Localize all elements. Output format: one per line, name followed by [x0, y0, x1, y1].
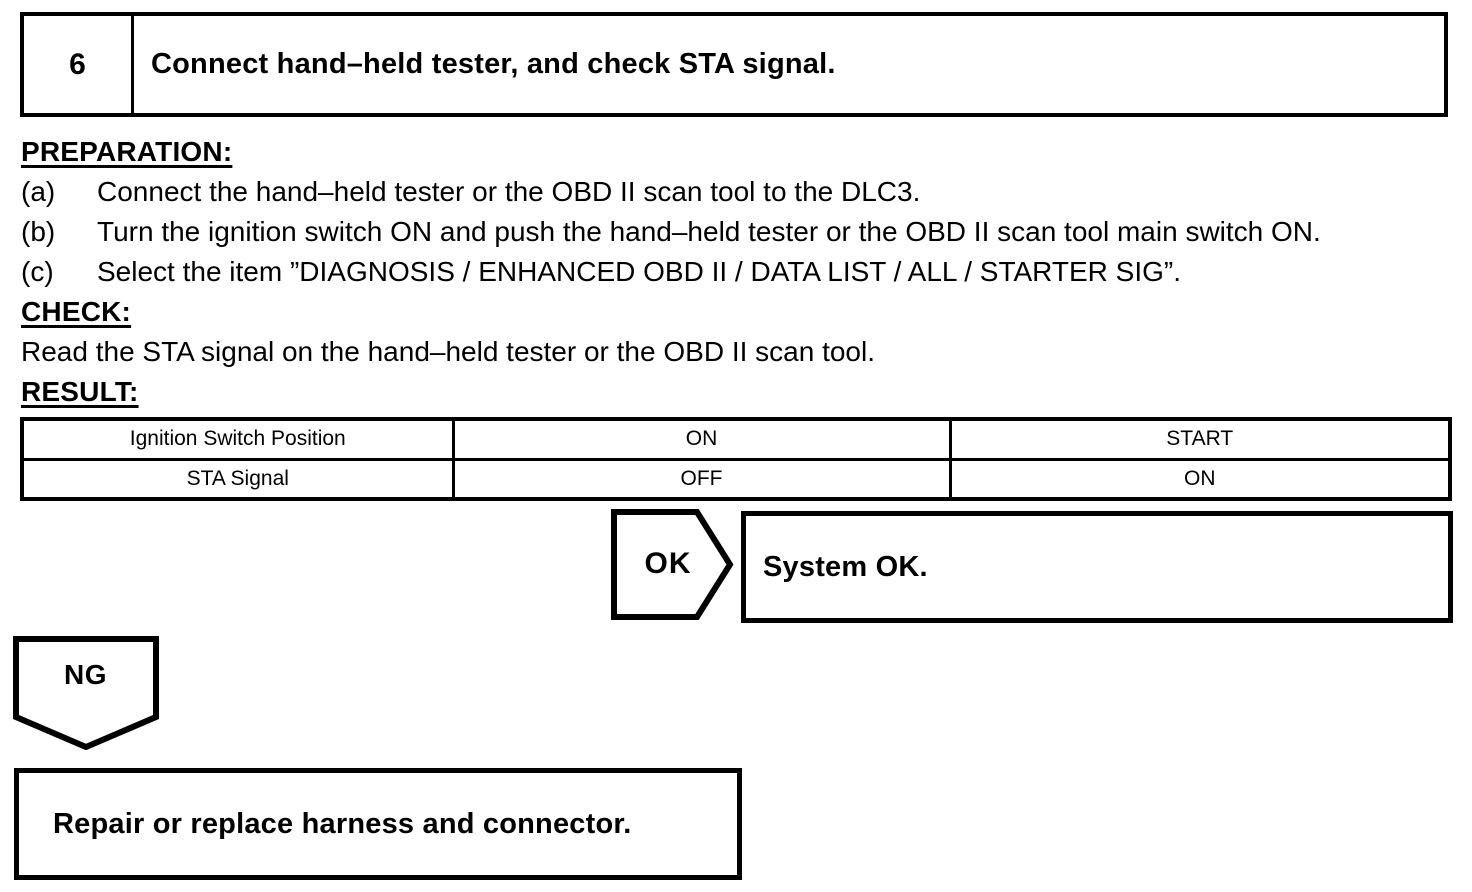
- table-cell-row1-header: Ignition Switch Position: [20, 417, 455, 461]
- repair-action-text: Repair or replace harness and connector.: [53, 807, 632, 840]
- system-ok-text: System OK.: [763, 550, 928, 583]
- preparation-item-c-label: (c): [21, 256, 54, 287]
- table-row: STA Signal OFF ON: [20, 457, 1452, 501]
- result-table: Ignition Switch Position ON START STA Si…: [20, 417, 1452, 501]
- ng-arrow-icon: [13, 636, 159, 750]
- preparation-item-b-text: Turn the ignition switch ON and push the…: [97, 216, 1321, 247]
- system-ok-box: System OK.: [741, 511, 1453, 623]
- step-header-box: 6 Connect hand–held tester, and check ST…: [20, 12, 1448, 117]
- table-cell-row1-start: START: [948, 417, 1452, 461]
- table-cell-row2-header: STA Signal: [20, 457, 455, 501]
- check-heading: CHECK:: [21, 296, 132, 327]
- step-number: 6: [24, 16, 134, 113]
- preparation-heading: PREPARATION:: [21, 136, 233, 167]
- result-heading: RESULT:: [21, 376, 139, 407]
- preparation-item-b-label: (b): [21, 216, 56, 247]
- ok-arrow-icon: [611, 509, 734, 620]
- preparation-item-a-text: Connect the hand–held tester or the OBD …: [97, 176, 921, 207]
- table-cell-row2-on: ON: [948, 457, 1452, 501]
- table-row: Ignition Switch Position ON START: [20, 417, 1452, 461]
- table-cell-row1-on: ON: [451, 417, 952, 461]
- table-cell-row2-off: OFF: [451, 457, 952, 501]
- preparation-item-c-text: Select the item ”DIAGNOSIS / ENHANCED OB…: [97, 256, 1181, 287]
- check-text: Read the STA signal on the hand–held tes…: [21, 336, 875, 367]
- ng-arrow-label: NG: [64, 659, 107, 690]
- repair-action-box: Repair or replace harness and connector.: [14, 768, 742, 880]
- step-title: Connect hand–held tester, and check STA …: [151, 48, 836, 80]
- preparation-item-a-label: (a): [21, 176, 56, 207]
- ok-arrow-label: OK: [644, 547, 692, 580]
